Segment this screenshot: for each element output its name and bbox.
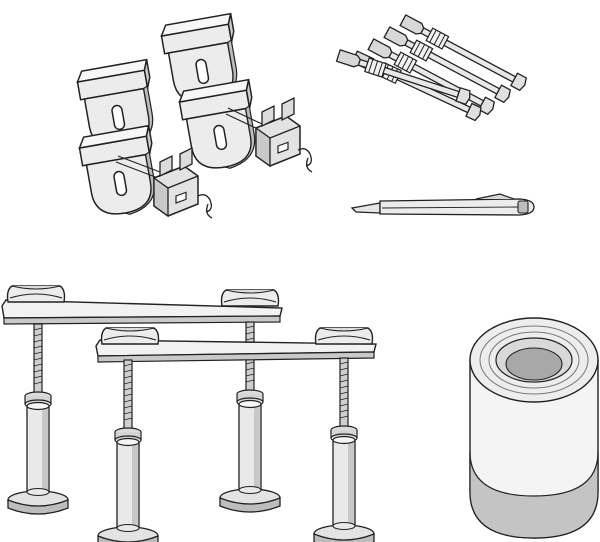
wall-bracket-3 [76,124,164,222]
hairpin-clip-2 [297,148,313,173]
support-leg-assembly-front [95,327,377,542]
threaded-stub-1 [115,155,161,179]
support-leg-assembly-back [1,285,283,515]
utility-knife [350,193,535,216]
threaded-stub-2 [225,107,263,131]
bracket-clip-2 [255,97,301,167]
sealing-tape-roll [469,317,599,539]
hairpin-clip-1 [197,194,213,219]
bracket-clip-1 [153,147,199,217]
